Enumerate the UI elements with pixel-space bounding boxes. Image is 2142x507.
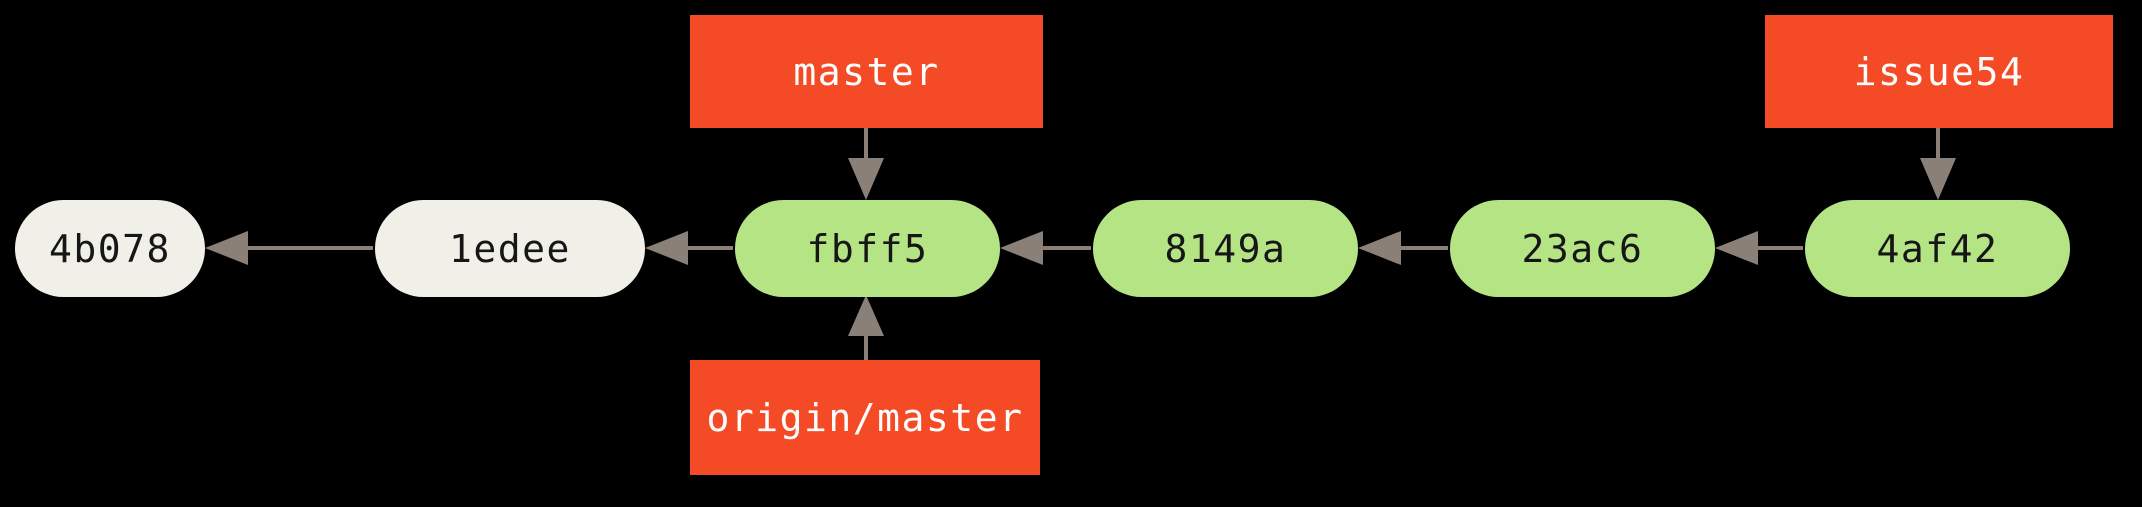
commit-node-23ac6[interactable]: 23ac6: [1450, 200, 1715, 297]
branch-label-master[interactable]: master: [690, 15, 1043, 128]
parent-edge-1edee-to-4b078: [205, 231, 373, 265]
commit-node-4b078[interactable]: 4b078: [15, 200, 205, 297]
pointer-edge-master-to-fbff5: [848, 128, 884, 200]
branch-label-text: origin/master: [706, 395, 1024, 440]
parent-edge-4af42-to-23ac6: [1715, 231, 1803, 265]
commit-node-1edee[interactable]: 1edee: [375, 200, 645, 297]
branch-label-text: issue54: [1853, 49, 2025, 94]
parent-edge-fbff5-to-1edee: [645, 231, 733, 265]
branch-label-issue54[interactable]: issue54: [1765, 15, 2113, 128]
parent-edge-8149a-to-fbff5: [1000, 231, 1091, 265]
commit-label: 23ac6: [1521, 226, 1644, 271]
pointer-edge-origin-master-to-fbff5: [848, 295, 884, 360]
commit-node-8149a[interactable]: 8149a: [1093, 200, 1358, 297]
commit-label: fbff5: [806, 226, 929, 271]
commit-label: 1edee: [449, 226, 571, 271]
commit-label: 4af42: [1876, 226, 1999, 271]
parent-edge-23ac6-to-8149a: [1358, 231, 1448, 265]
branch-label-text: master: [793, 49, 940, 94]
branch-label-origin-master[interactable]: origin/master: [690, 360, 1040, 475]
commit-node-4af42[interactable]: 4af42: [1805, 200, 2070, 297]
commit-label: 4b078: [49, 226, 171, 271]
pointer-edge-issue54-to-4af42: [1920, 128, 1956, 200]
commit-node-fbff5[interactable]: fbff5: [735, 200, 1000, 297]
commit-label: 8149a: [1164, 226, 1287, 271]
